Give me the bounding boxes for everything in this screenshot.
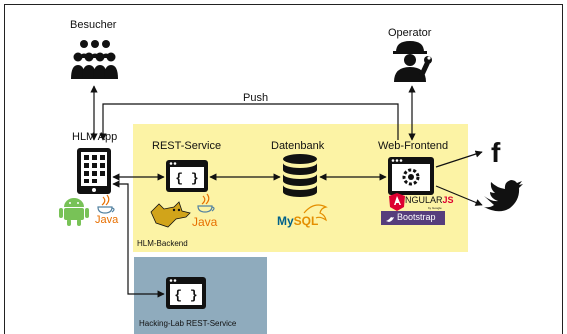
hackinglab-zone-label: Hacking-Lab REST-Service — [139, 319, 237, 328]
mysql-logo: MySQL — [277, 214, 318, 228]
java-cup-icon — [197, 193, 215, 213]
angular-text: NGULAR — [405, 195, 443, 205]
mysql-dolphin-icon — [303, 204, 328, 222]
facebook-icon: f — [491, 137, 501, 168]
mysql-sql: SQL — [293, 214, 319, 228]
android-icon — [59, 198, 89, 226]
operator-icon — [393, 41, 432, 82]
angular-js: JS — [442, 195, 454, 205]
angular-google: by Google — [428, 206, 442, 210]
mysql-my: My — [277, 214, 294, 228]
phone-icon — [77, 148, 111, 194]
rest-service-icon: { } — [166, 160, 208, 192]
web-frontend-icon — [388, 157, 434, 195]
app-label: HLM App — [72, 131, 118, 143]
bootstrap-badge — [381, 211, 445, 225]
hackinglab-rest-icon: { } — [166, 277, 206, 309]
rest-label: REST-Service — [152, 140, 222, 152]
visitors-icon — [71, 40, 118, 79]
backend-zone-label: HLM-Backend — [137, 239, 188, 248]
java-label: Java — [95, 214, 119, 226]
svg-text:{ }: { } — [174, 288, 197, 303]
diagram-frame — [4, 4, 563, 334]
connectors — [90, 85, 483, 298]
twitter-icon — [484, 180, 523, 212]
push-label: Push — [243, 92, 269, 104]
web-label: Web-Frontend — [378, 140, 449, 152]
visitor-label: Besucher — [70, 19, 117, 31]
web-twitter-arrow — [435, 185, 483, 206]
java-label: Java — [192, 215, 218, 229]
svg-text:{ }: { } — [175, 171, 198, 186]
java-cup-icon — [97, 194, 115, 214]
push-arrow — [99, 103, 399, 141]
angular-icon — [389, 193, 405, 211]
operator-label: Operator — [388, 27, 432, 39]
bootstrap-label: Bootstrap — [397, 212, 436, 222]
tomcat-icon — [150, 201, 191, 228]
db-label: Datenbank — [271, 140, 325, 152]
database-icon — [283, 154, 317, 197]
app-hackinglab-arrow — [112, 180, 165, 298]
angular-logo: NGULARJS — [405, 195, 454, 205]
web-facebook-arrow — [435, 150, 483, 168]
